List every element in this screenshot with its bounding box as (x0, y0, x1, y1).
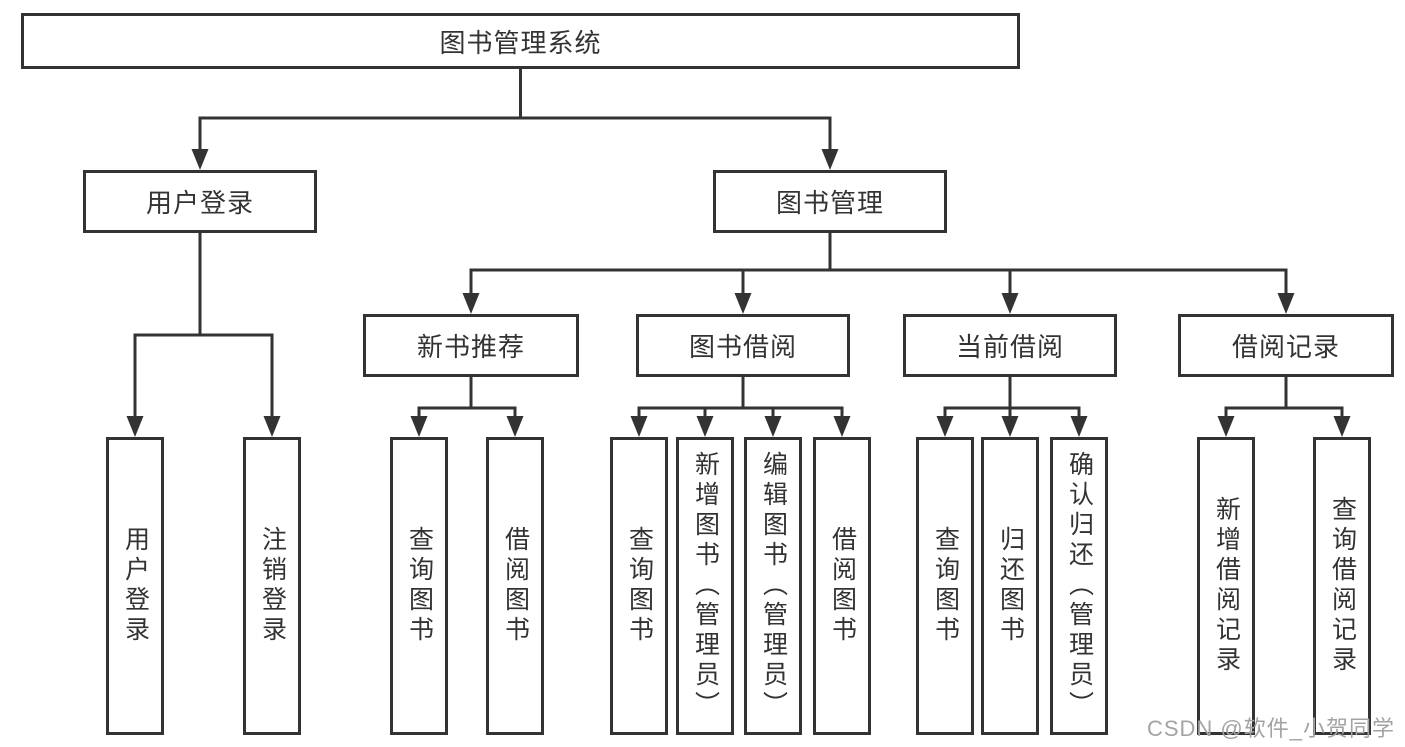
leaf-query-books-borrow: 查询图书 (610, 437, 668, 735)
leaf-label: 编辑图书（管理员） (759, 451, 788, 721)
node-book-management: 图书管理 (713, 170, 947, 233)
leaf-query-books-current: 查询图书 (916, 437, 974, 735)
leaf-confirm-return-admin: 确认归还（管理员） (1050, 437, 1108, 735)
csdn-watermark: CSDN @软件_小贺同学 (1146, 716, 1395, 741)
node-root-system: 图书管理系统 (21, 13, 1020, 69)
node-borrow-records: 借阅记录 (1178, 314, 1394, 377)
edges-book-borrow (630, 377, 851, 437)
leaf-borrow-books: 借阅图书 (813, 437, 871, 735)
edges-root (191, 69, 839, 170)
leaf-label: 查询图书 (625, 526, 654, 646)
leaf-label: 查询借阅记录 (1328, 496, 1357, 676)
leaf-user-login: 用户登录 (106, 437, 164, 735)
edges-current-borrow (936, 377, 1088, 437)
node-new-book-recommend: 新书推荐 (363, 314, 579, 377)
leaf-label: 确认归还（管理员） (1065, 451, 1094, 721)
leaf-query-borrow-record: 查询借阅记录 (1313, 437, 1371, 735)
leaf-query-books-recommend: 查询图书 (390, 437, 448, 735)
leaf-label: 注销登录 (258, 526, 287, 646)
leaf-logout: 注销登录 (243, 437, 301, 735)
leaf-edit-books-admin: 编辑图书（管理员） (744, 437, 802, 735)
edges-user-login (126, 233, 281, 437)
leaf-label: 查询图书 (405, 526, 434, 646)
leaf-label: 借阅图书 (501, 526, 530, 646)
leaf-borrow-books-recommend: 借阅图书 (486, 437, 544, 735)
leaf-add-books-admin: 新增图书（管理员） (676, 437, 734, 735)
leaf-label: 借阅图书 (828, 526, 857, 646)
edges-borrow-records (1217, 377, 1351, 437)
leaf-add-borrow-record: 新增借阅记录 (1197, 437, 1255, 735)
leaf-label: 查询图书 (931, 526, 960, 646)
leaf-label: 用户登录 (121, 526, 150, 646)
leaf-return-books: 归还图书 (981, 437, 1039, 735)
leaf-label: 新增图书（管理员） (691, 451, 720, 721)
node-book-borrow: 图书借阅 (636, 314, 850, 377)
edges-new-book-recommend (410, 377, 524, 437)
edges-book-management (462, 232, 1295, 314)
leaf-label: 新增借阅记录 (1212, 496, 1241, 676)
node-current-borrow: 当前借阅 (903, 314, 1117, 377)
leaf-label: 归还图书 (996, 526, 1025, 646)
node-user-login: 用户登录 (83, 170, 317, 233)
